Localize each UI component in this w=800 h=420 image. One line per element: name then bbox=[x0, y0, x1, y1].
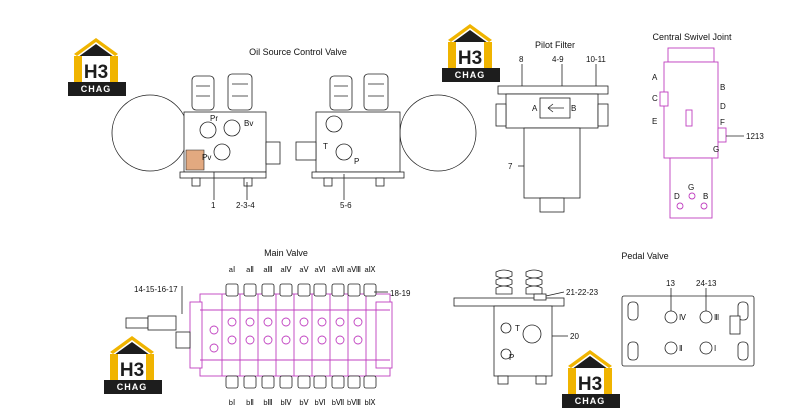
accumulator-sphere bbox=[111, 94, 189, 172]
callout-1: 1 bbox=[211, 201, 216, 210]
oil-source-control-valve: Oil Source Control Valve Pr Bv Pv 1 2-3-… bbox=[111, 47, 477, 210]
pilot-filter: Pilot Filter A B 8 4-9 10-11 7 bbox=[495, 40, 609, 213]
callout-18-19: 18-19 bbox=[390, 289, 411, 298]
pedal-port-1: Ⅰ bbox=[714, 344, 716, 353]
label-b1: bⅠ bbox=[229, 398, 235, 407]
callout-21-22-23: 21-22-23 bbox=[566, 288, 599, 297]
logo-bottom-left: H3 CHAG bbox=[104, 336, 162, 394]
oil-source-left-view: Pr Bv Pv 1 2-3-4 bbox=[111, 73, 281, 210]
label-a4: aⅣ bbox=[280, 265, 291, 274]
pedal-valve-body bbox=[493, 305, 553, 377]
callout-14-15-16-17: 14-15-16-17 bbox=[134, 285, 178, 294]
swivel-b: B bbox=[720, 83, 725, 92]
main-valve-ports bbox=[209, 317, 363, 353]
logo-top-left: H3 CHAG bbox=[68, 38, 126, 96]
port-p-label: P bbox=[354, 157, 359, 166]
logo-bottom-right: H3 CHAG bbox=[562, 350, 620, 408]
callout-10-11: 10-11 bbox=[586, 55, 606, 64]
logo-mark-text: H3 bbox=[84, 62, 108, 83]
callout-8: 8 bbox=[519, 55, 524, 64]
callout-2-3-4: 2-3-4 bbox=[236, 201, 255, 210]
callout-20: 20 bbox=[570, 332, 579, 341]
callout-1213: 1213 bbox=[746, 132, 764, 141]
pedal-port-p: P bbox=[509, 353, 514, 362]
oil-source-right-view: T P 5-6 bbox=[295, 73, 477, 210]
logo-mark-text: H3 bbox=[458, 48, 482, 69]
port-pv-label: Pv bbox=[202, 153, 211, 162]
callout-4-9: 4-9 bbox=[552, 55, 564, 64]
label-b2: bⅡ bbox=[246, 398, 254, 407]
oil-source-title: Oil Source Control Valve bbox=[249, 47, 347, 57]
swivel-a: A bbox=[652, 73, 658, 82]
label-a3: aⅢ bbox=[263, 265, 272, 274]
main-valve-title: Main Valve bbox=[264, 248, 308, 258]
swivel-d: D bbox=[720, 102, 726, 111]
label-a8: aⅧ bbox=[347, 265, 361, 274]
port-t-label: T bbox=[323, 142, 328, 151]
logo-mark-text: H3 bbox=[120, 360, 144, 381]
main-valve-bottom-fittings bbox=[225, 375, 377, 389]
label-b3: bⅢ bbox=[263, 398, 272, 407]
label-a5: aⅤ bbox=[299, 265, 309, 274]
solenoid-2 bbox=[227, 73, 253, 111]
accumulator-sphere-2 bbox=[399, 94, 477, 172]
label-b5: bⅤ bbox=[299, 398, 309, 407]
port-pr-label: Pr bbox=[210, 114, 218, 123]
pedal-valve-title: Pedal Valve bbox=[621, 251, 668, 261]
label-a1: aⅠ bbox=[229, 265, 235, 274]
main-valve-top-fittings bbox=[225, 283, 377, 297]
logo-mark-text: H3 bbox=[578, 374, 602, 395]
main-valve-bottom-labels: bⅠ bⅡ bⅢ bⅣ bⅤ bⅥ bⅦ bⅧ bⅨ bbox=[229, 398, 376, 407]
swivel-f: F bbox=[720, 118, 725, 127]
logo-word-text: CHAG bbox=[81, 84, 112, 94]
swivel-lower-body bbox=[669, 157, 713, 219]
main-valve: Main Valve aⅠ aⅡ aⅢ aⅣ aⅤ aⅥ aⅦ aⅧ aⅨ bbox=[125, 248, 411, 407]
label-a7: aⅦ bbox=[332, 265, 345, 274]
logo-word-text: CHAG bbox=[117, 382, 148, 392]
mounting-plate bbox=[453, 297, 565, 307]
solenoid-1 bbox=[191, 75, 215, 111]
label-b7: bⅦ bbox=[332, 398, 345, 407]
label-a6: aⅥ bbox=[314, 265, 325, 274]
pedal-port-t: T bbox=[515, 324, 520, 333]
main-valve-top-labels: aⅠ aⅡ aⅢ aⅣ aⅤ aⅥ aⅦ aⅧ aⅨ bbox=[229, 265, 376, 274]
pedal-port-2: Ⅱ bbox=[679, 344, 683, 353]
central-swivel-joint: Central Swivel Joint A C E B D F G 1213 … bbox=[652, 32, 764, 219]
label-b9: bⅨ bbox=[364, 398, 375, 407]
logo-top-center: H3 CHAG bbox=[442, 24, 500, 82]
logo-word-text: CHAG bbox=[455, 70, 486, 80]
port-bv-label: Bv bbox=[244, 119, 253, 128]
label-a2: aⅡ bbox=[246, 265, 254, 274]
port-b-label: B bbox=[571, 104, 576, 113]
logo-word-text: CHAG bbox=[575, 396, 606, 406]
swivel-g: G bbox=[713, 145, 719, 154]
swivel-bottom-g: G bbox=[688, 183, 694, 192]
pedal-valve-side-view: T P 21-22-23 20 bbox=[453, 269, 599, 385]
callout-5-6: 5-6 bbox=[340, 201, 352, 210]
pedal-port-3: Ⅲ bbox=[714, 313, 719, 322]
pedal-valve-top-view: Pedal Valve Ⅳ Ⅲ Ⅱ Ⅰ 13 24-13 bbox=[621, 251, 755, 367]
callout-7: 7 bbox=[508, 162, 513, 171]
label-b4: bⅣ bbox=[280, 398, 291, 407]
port-a-label: A bbox=[532, 104, 538, 113]
label-b6: bⅥ bbox=[314, 398, 325, 407]
side-fitting bbox=[265, 141, 281, 165]
label-a9: aⅨ bbox=[364, 265, 375, 274]
pilot-filter-title: Pilot Filter bbox=[535, 40, 575, 50]
label-b8: bⅧ bbox=[347, 398, 361, 407]
main-valve-body bbox=[199, 293, 391, 377]
swivel-c: C bbox=[652, 94, 658, 103]
filter-bowl bbox=[523, 127, 581, 199]
pedal-valve-plate bbox=[621, 295, 755, 367]
callout-13: 13 bbox=[666, 279, 675, 288]
swivel-bottom-d: D bbox=[674, 192, 680, 201]
pedal-port-4: Ⅳ bbox=[679, 313, 686, 322]
swivel-title: Central Swivel Joint bbox=[652, 32, 732, 42]
swivel-bottom-b: B bbox=[703, 192, 708, 201]
swivel-e: E bbox=[652, 117, 657, 126]
callout-24-13: 24-13 bbox=[696, 279, 717, 288]
